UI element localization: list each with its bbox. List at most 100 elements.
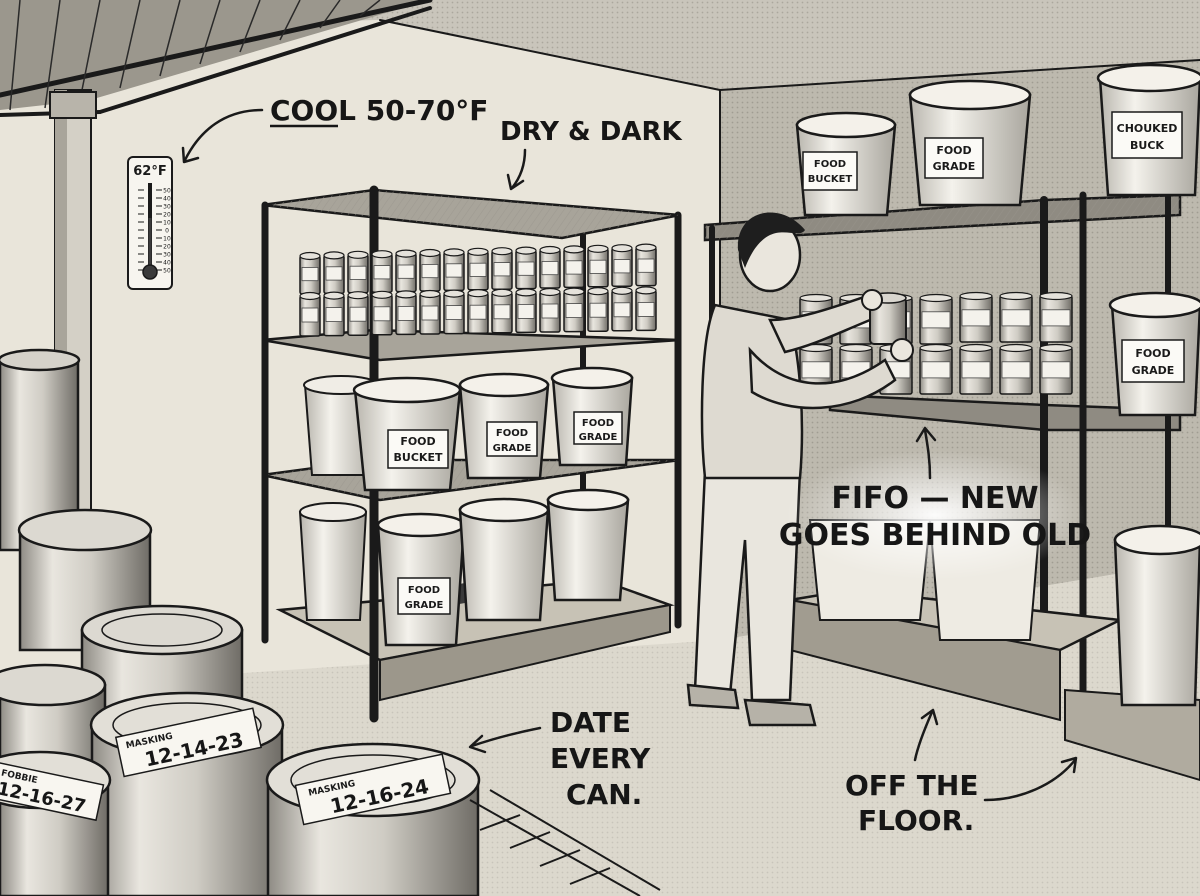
can	[959, 343, 993, 395]
can	[515, 288, 537, 334]
fifo-highlight-glow	[785, 450, 1085, 580]
can	[491, 288, 513, 334]
can	[635, 243, 657, 287]
can	[999, 291, 1033, 343]
can	[587, 244, 609, 288]
can	[611, 286, 633, 332]
dated-can: FOBBIE 12-16-27	[0, 750, 112, 896]
overhead-wire-shelf	[0, 0, 433, 117]
annotations: COOL 50-70°F DRY & DARK FIFO — NEW GOES …	[181, 94, 1091, 837]
thermometer-scale-number: 40	[163, 260, 171, 267]
thermometer-scale-number: 10	[163, 236, 171, 243]
arrow-head	[1060, 756, 1078, 774]
can	[419, 289, 441, 335]
can	[563, 245, 585, 289]
can	[563, 287, 585, 333]
bucket-food-grade: FOOD GRADE	[908, 79, 1032, 207]
floor-wire-rack	[469, 789, 661, 896]
can	[635, 286, 657, 332]
annotation-date-line3: CAN.	[566, 778, 642, 811]
annotation-cool-temperature: COOL 50-70°F	[270, 94, 488, 127]
thermometer-scale-number: 10	[163, 220, 171, 227]
can	[539, 287, 561, 333]
can	[347, 291, 369, 336]
arrow-date	[470, 726, 542, 748]
thermometer-scale-number: 50	[163, 188, 171, 195]
can	[467, 247, 489, 291]
bucket-label-line1: FOOD	[1135, 347, 1170, 360]
annotation-floor-line1: OFF THE	[845, 769, 978, 802]
arrow-head	[915, 426, 937, 443]
bucket-label-line2: BUCK	[1130, 139, 1164, 152]
can	[299, 291, 321, 337]
annotation-fifo-line1: FIFO — NEW	[831, 481, 1038, 516]
dated-can: MASKING 12-16-24	[265, 742, 481, 896]
bucket-label-line2: GRADE	[1132, 364, 1175, 377]
can	[419, 248, 441, 292]
bucket	[546, 488, 630, 602]
arrow-head	[181, 146, 200, 164]
arrow-floor-up	[913, 710, 934, 762]
thermometer-scale-number: 0	[165, 228, 169, 235]
bucket-food-grade: FOOD GRADE	[550, 366, 634, 467]
can	[395, 249, 417, 293]
annotation-floor-line2: FLOOR.	[858, 804, 974, 837]
can	[1039, 343, 1073, 395]
can	[919, 343, 953, 395]
bucket-label-line2: GRADE	[933, 160, 976, 173]
bucket-label-line1: FOOD	[582, 418, 614, 429]
bucket-food-grade: FOOD GRADE	[376, 512, 466, 647]
can	[371, 250, 393, 293]
can	[323, 251, 345, 295]
can	[443, 248, 465, 292]
can	[999, 343, 1033, 395]
thermometer-scale-number: 20	[163, 244, 171, 251]
bucket-label-line1: FOOD	[936, 144, 971, 157]
annotation-date-line1: DATE	[550, 706, 631, 739]
can	[919, 293, 953, 345]
can	[323, 291, 345, 337]
bucket-label-line2: GRADE	[579, 432, 618, 443]
bucket-label-line1: CHOUKED	[1117, 122, 1178, 135]
can	[395, 290, 417, 336]
arrow-to-shelf	[510, 148, 527, 190]
thermometer-scale-number: 40	[163, 196, 171, 203]
annotation-dry-dark: DRY & DARK	[500, 117, 683, 147]
can	[611, 244, 633, 287]
bucket	[458, 497, 550, 622]
can	[467, 289, 489, 334]
bucket	[1113, 524, 1200, 707]
bucket	[298, 502, 368, 621]
bucket-chouked-buck: CHOUKED BUCK	[1096, 63, 1200, 197]
can	[539, 245, 561, 289]
can	[371, 290, 393, 336]
arrow-to-thermometer	[183, 108, 264, 162]
can	[587, 287, 609, 332]
dated-can: MASKING 12-14-23	[89, 691, 285, 896]
bucket-food-bucket: FOOD BUCKET	[352, 376, 462, 492]
bucket-label-line2: GRADE	[405, 600, 444, 611]
arrow-head	[920, 708, 939, 726]
bucket-food-bucket: FOOD BUCKET	[795, 111, 897, 217]
person-rotating-stock	[686, 212, 914, 727]
foreground-cans: MASKING 12-14-23 MASKING 12-16-24 FOBBIE…	[0, 348, 661, 896]
thermometer-scale-number: 30	[163, 204, 171, 211]
thermometer-reading: 62°F	[133, 164, 166, 179]
thermometer-scale-number: 20	[163, 212, 171, 219]
bucket-label-line2: BUCKET	[808, 174, 853, 185]
bucket-label-line1: FOOD	[496, 428, 528, 439]
top-shelf-cans	[299, 243, 657, 337]
left-shelf-buckets: FOOD BUCKET FOOD GRADE FOOD GRADE FOOD	[298, 366, 634, 647]
bucket-food-grade: FOOD GRADE	[458, 372, 550, 480]
can	[1039, 291, 1073, 343]
arrow-fifo	[923, 428, 932, 480]
annotation-fifo-line2: GOES BEHIND OLD	[779, 518, 1091, 553]
thermometer-scale-number: 50	[163, 268, 171, 275]
bucket-label-line1: FOOD	[814, 159, 846, 170]
can	[443, 289, 465, 335]
can	[515, 246, 537, 290]
bucket-label-line2: BUCKET	[394, 451, 443, 464]
